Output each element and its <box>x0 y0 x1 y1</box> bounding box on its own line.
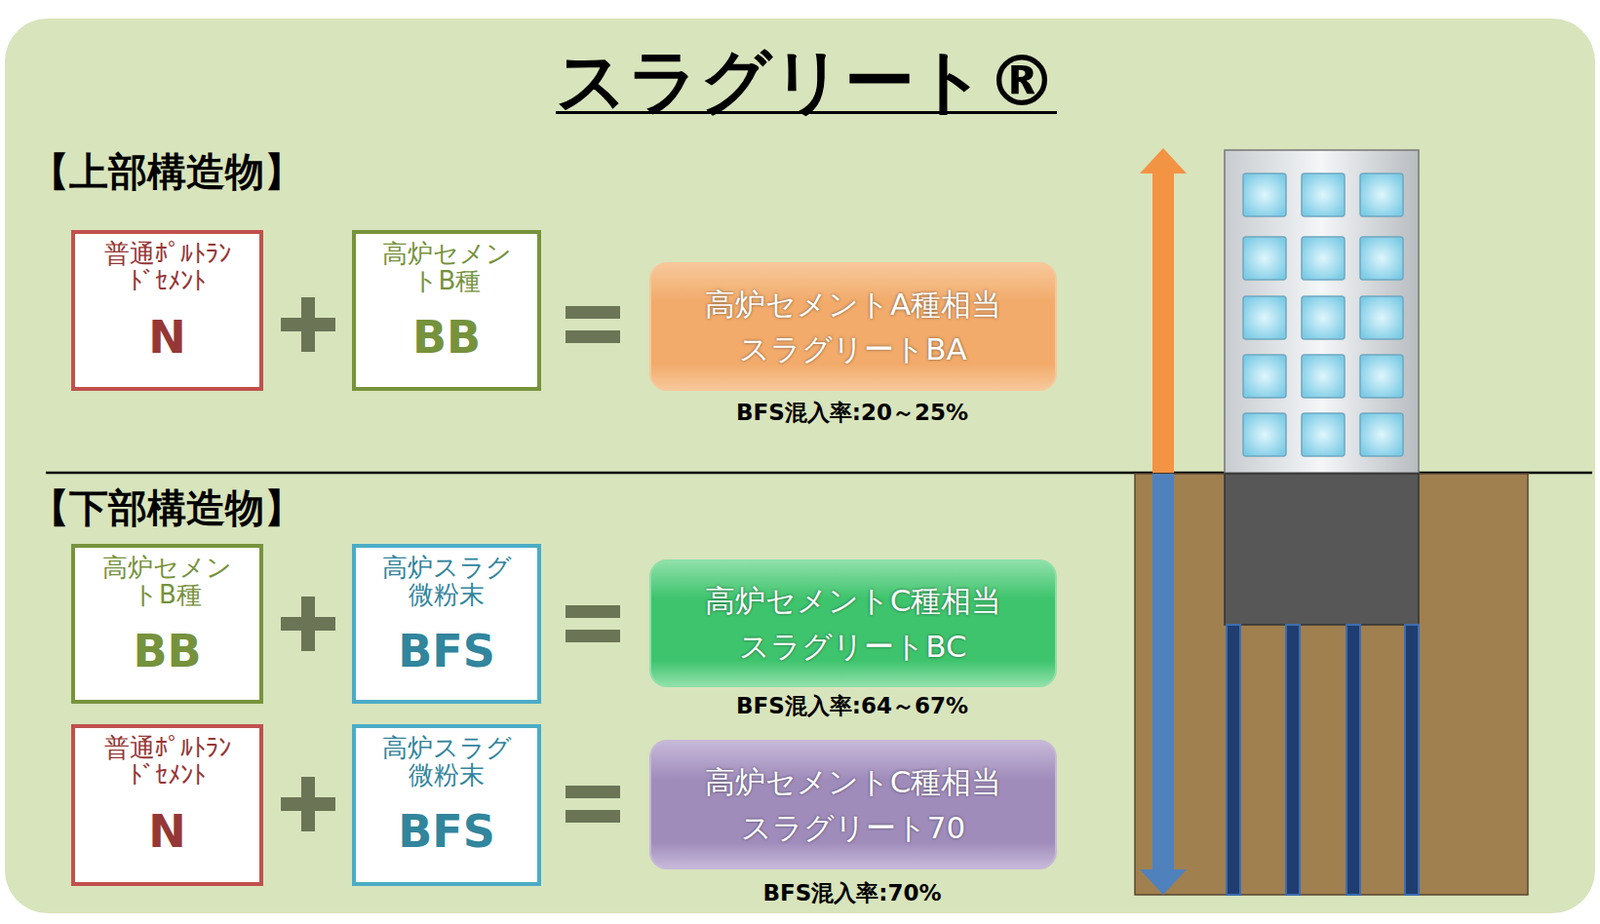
pile <box>1226 624 1241 896</box>
product-name: スラグリート70 <box>741 805 966 852</box>
material-box: 普通ﾎﾟﾙﾄﾗﾝﾄﾞｾﾒﾝﾄ N <box>71 724 264 887</box>
result-box: 高炉セメントA種相当スラグリートBA <box>649 262 1057 391</box>
mix-ratio-note: BFS混入率:70% <box>762 880 941 908</box>
window <box>1360 296 1404 340</box>
window <box>1301 296 1345 340</box>
piles <box>1226 624 1419 896</box>
title: スラグリート® <box>555 39 1057 123</box>
window <box>1243 296 1287 340</box>
window <box>1301 173 1345 217</box>
material-code: BFS <box>397 798 496 866</box>
result-box: 高炉セメントC種相当スラグリートBC <box>649 559 1057 688</box>
window <box>1360 236 1404 280</box>
material-code: N <box>148 798 187 866</box>
material-code: BFS <box>397 618 496 686</box>
material-name: 高炉スラグ微粉末 <box>373 734 520 789</box>
pile <box>1286 624 1300 896</box>
window <box>1243 173 1287 217</box>
pile <box>1346 624 1361 896</box>
background-panel <box>4 18 1596 914</box>
mix-ratio-note: BFS混入率:20～25% <box>736 399 969 428</box>
window <box>1301 354 1345 398</box>
material-box: 高炉セメントB種 BB <box>351 230 542 391</box>
window <box>1243 413 1287 457</box>
material-name: 高炉セメントB種 <box>94 553 241 609</box>
window <box>1360 173 1404 217</box>
product-name: スラグリートBA <box>739 326 967 373</box>
building <box>1224 150 1419 473</box>
material-code: BB <box>412 304 481 372</box>
material-name: 普通ﾎﾟﾙﾄﾗﾝﾄﾞｾﾒﾝﾄ <box>94 239 241 295</box>
ground <box>1134 473 1528 896</box>
height-arrows <box>1139 148 1187 896</box>
material-box: 高炉セメントB種 BB <box>71 544 264 704</box>
equivalent-type: 高炉セメントC種相当 <box>704 759 1003 806</box>
product-name: スラグリートBC <box>739 624 967 670</box>
window <box>1301 236 1345 280</box>
foundation <box>1224 473 1419 625</box>
window <box>1301 413 1345 457</box>
section-heading: 【上部構造物】 <box>30 148 304 196</box>
material-code: BB <box>132 618 201 686</box>
mix-ratio-note: BFS混入率:64～67% <box>736 693 969 721</box>
material-name: 高炉セメントB種 <box>373 239 520 295</box>
window <box>1243 354 1287 398</box>
material-box: 普通ﾎﾟﾙﾄﾗﾝﾄﾞｾﾒﾝﾄ N <box>71 230 264 391</box>
result-box: 高炉セメントC種相当スラグリート70 <box>649 740 1057 870</box>
building-windows <box>1243 173 1404 457</box>
material-box: 高炉スラグ微粉末 BFS <box>351 544 542 704</box>
material-name: 普通ﾎﾟﾙﾄﾗﾝﾄﾞｾﾒﾝﾄ <box>94 734 241 789</box>
equivalent-type: 高炉セメントC種相当 <box>704 578 1003 625</box>
window <box>1360 354 1404 398</box>
material-box: 高炉スラグ微粉末 BFS <box>351 724 542 887</box>
material-code: N <box>148 304 187 372</box>
material-name: 高炉スラグ微粉末 <box>373 553 520 609</box>
pile <box>1404 624 1419 896</box>
equivalent-type: 高炉セメントA種相当 <box>704 281 1002 328</box>
section-heading: 【下部構造物】 <box>30 484 304 532</box>
window <box>1243 236 1287 280</box>
window <box>1360 413 1404 457</box>
